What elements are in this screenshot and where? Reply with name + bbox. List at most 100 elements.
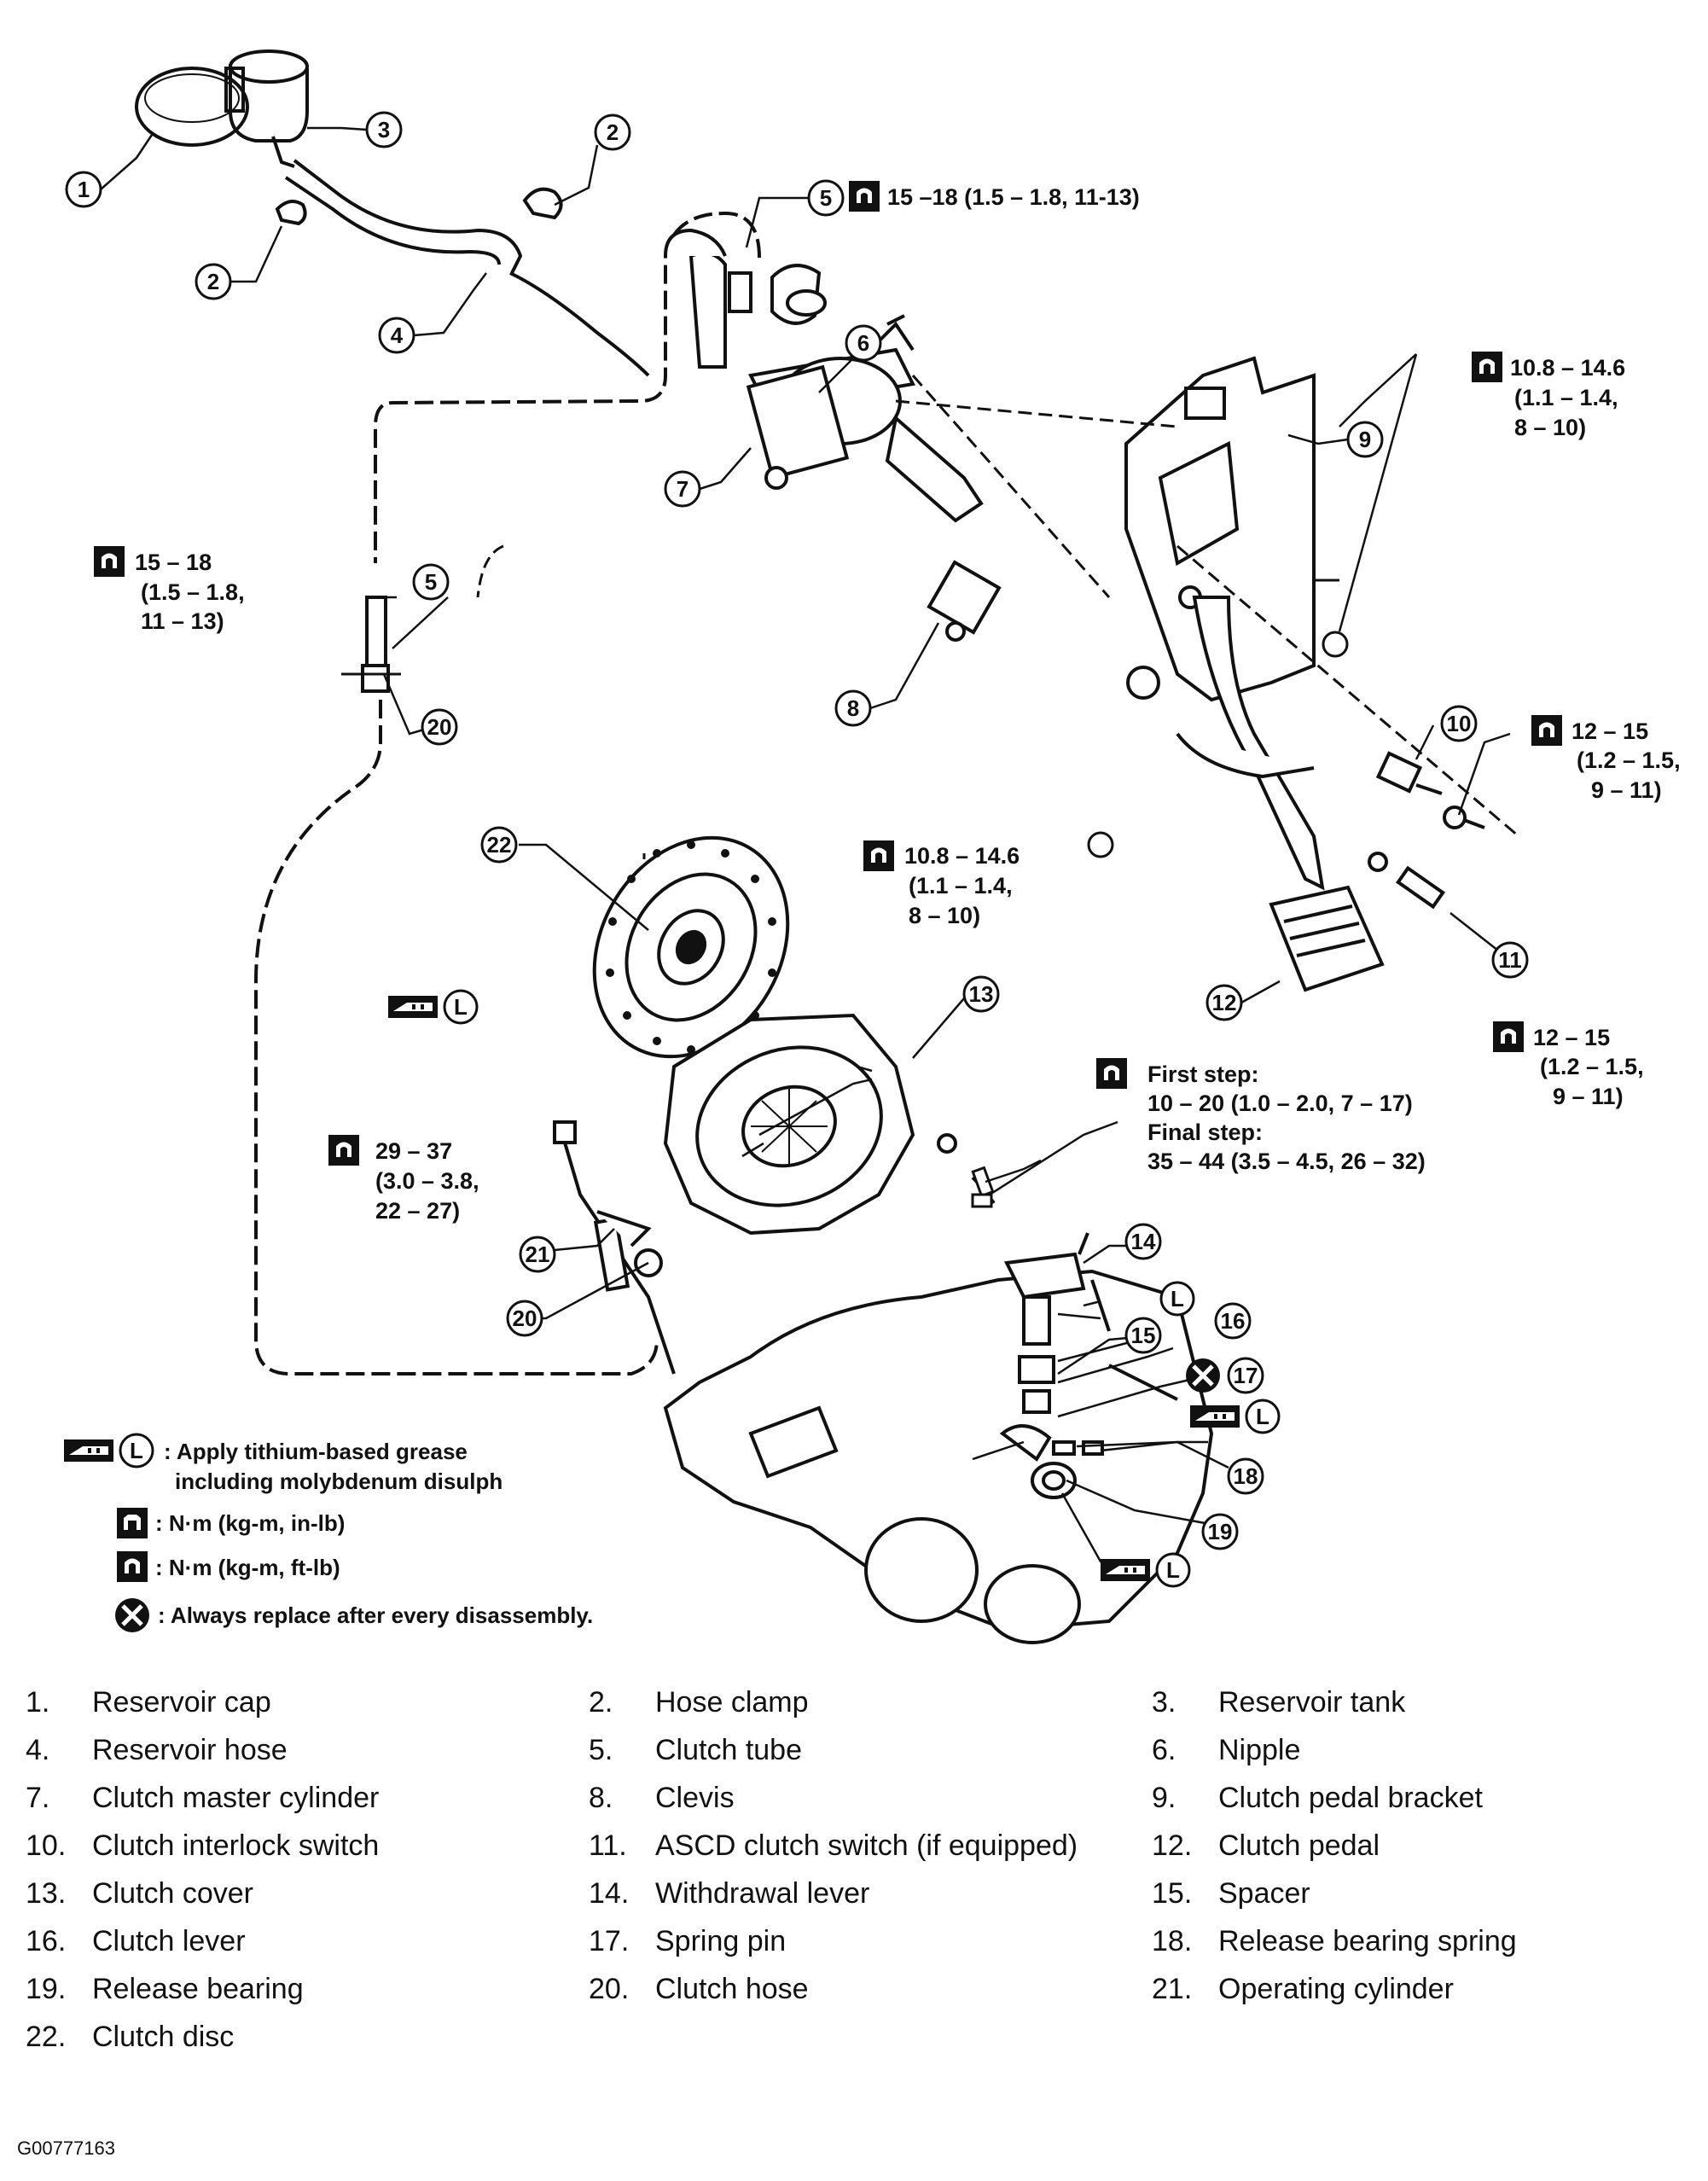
torque-icon bbox=[1531, 715, 1562, 746]
part-number: 3. bbox=[1152, 1686, 1176, 1719]
svg-text:8 – 10): 8 – 10) bbox=[909, 903, 980, 928]
svg-text:10: 10 bbox=[1447, 711, 1472, 736]
legend-replace: : Always replace after every disassembly… bbox=[115, 1598, 593, 1632]
svg-text:16: 16 bbox=[1221, 1308, 1246, 1334]
parts-list-item: 14. Withdrawal lever bbox=[589, 1876, 1152, 1911]
callout-14 bbox=[1124, 1223, 1162, 1260]
parts-list-item: 12.Clutch pedal bbox=[1152, 1829, 1698, 1863]
clutch-tube-line bbox=[254, 211, 761, 1375]
svg-text:15 – 18: 15 – 18 bbox=[135, 550, 212, 575]
svg-text:8 – 10): 8 – 10) bbox=[1514, 415, 1586, 440]
callout-9 bbox=[1346, 421, 1384, 458]
part-name: Clutch tube bbox=[655, 1734, 802, 1766]
reservoir-tank bbox=[224, 49, 309, 168]
clutch-tube-fitting bbox=[341, 228, 752, 693]
part-number: 22. bbox=[26, 2021, 67, 2053]
svg-text:5: 5 bbox=[820, 185, 832, 211]
part-name: Clutch disc bbox=[92, 2021, 235, 2053]
svg-text:10.8 – 14.6: 10.8 – 14.6 bbox=[1510, 355, 1625, 381]
parts-list-item: 15.Spacer bbox=[1152, 1876, 1698, 1911]
part-number: 20. bbox=[589, 1973, 630, 2005]
svg-text:(1.1 – 1.4,: (1.1 – 1.4, bbox=[1514, 385, 1618, 410]
part-name: Withdrawal lever bbox=[655, 1877, 870, 1910]
callout-21 bbox=[519, 1236, 556, 1273]
parts-list-item: 17.Spring pin bbox=[589, 1924, 1152, 1958]
part-number: 16. bbox=[26, 1925, 67, 1957]
torque-spec-operating-cylinder: 29 – 37 (3.0 – 3.8, 22 – 27) bbox=[328, 1135, 479, 1224]
torque-icon bbox=[1096, 1058, 1127, 1089]
parts-list-item: 9.Clutch pedal bracket bbox=[1152, 1781, 1698, 1815]
svg-text:: N·m (kg-m, in-lb): : N·m (kg-m, in-lb) bbox=[155, 1510, 345, 1536]
parts-list-item: 18. Release bearing spring bbox=[1152, 1924, 1698, 1958]
callout-20b bbox=[506, 1300, 543, 1337]
svg-text:(1.2 – 1.5,: (1.2 – 1.5, bbox=[1577, 747, 1681, 773]
ascd-clutch-switch bbox=[1368, 852, 1446, 910]
svg-text:15: 15 bbox=[1131, 1323, 1156, 1348]
callout-5b bbox=[412, 563, 450, 601]
torque-spec-5-top: 15 –18 (1.5 – 1.8, 11-13) bbox=[849, 181, 1140, 212]
callout-13 bbox=[962, 975, 1000, 1013]
torque-spec-bracket-nut: 10.8 – 14.6 (1.1 – 1.4, 8 – 10) bbox=[863, 840, 1020, 928]
svg-text:15 –18 (1.5 – 1.8, 11-13): 15 –18 (1.5 – 1.8, 11-13) bbox=[887, 184, 1140, 210]
parts-list-item: 10. Clutch interlock switch bbox=[26, 1829, 589, 1863]
part-name: ASCD clutch switch (if equipped) bbox=[655, 1829, 1078, 1862]
svg-text:(1.1 – 1.4,: (1.1 – 1.4, bbox=[909, 873, 1013, 899]
legend: L : Apply tithium-based grease including… bbox=[64, 1433, 593, 1632]
parts-list-item: 22. Clutch disc bbox=[26, 2020, 589, 2054]
callout-20a bbox=[421, 708, 458, 746]
part-number: 7. bbox=[26, 1782, 50, 1814]
svg-text:L: L bbox=[454, 994, 468, 1020]
withdrawal-lever-assembly bbox=[999, 1232, 1089, 1462]
part-name: Clutch master cylinder bbox=[92, 1782, 380, 1814]
parts-list-item: 8.Clevis bbox=[589, 1781, 1152, 1815]
part-number: 17. bbox=[589, 1925, 630, 1957]
svg-text:L: L bbox=[1171, 1286, 1184, 1312]
part-number: 18. bbox=[1152, 1925, 1193, 1957]
callout-markers bbox=[65, 111, 1529, 1550]
svg-text:including molybdenum disulph: including molybdenum disulph bbox=[175, 1469, 503, 1494]
callout-8 bbox=[834, 689, 872, 727]
replace-marker-17 bbox=[1186, 1358, 1220, 1393]
callout-1 bbox=[65, 171, 102, 208]
svg-text:: N·m (kg-m, ft-lb): : N·m (kg-m, ft-lb) bbox=[155, 1555, 340, 1580]
part-name: Clutch interlock switch bbox=[92, 1829, 380, 1862]
pedal-bolts-nuts bbox=[1087, 579, 1349, 858]
svg-text:2: 2 bbox=[207, 269, 219, 294]
callout-16 bbox=[1214, 1302, 1252, 1340]
svg-text:L: L bbox=[130, 1438, 143, 1463]
callout-15 bbox=[1124, 1317, 1162, 1354]
svg-text:2: 2 bbox=[607, 119, 619, 145]
parts-list-item: 5. Clutch tube bbox=[589, 1733, 1152, 1767]
svg-text:14: 14 bbox=[1131, 1229, 1156, 1254]
part-number: 11. bbox=[589, 1829, 627, 1862]
svg-text:10.8 – 14.6: 10.8 – 14.6 bbox=[904, 843, 1020, 869]
clutch-pedal bbox=[1176, 596, 1385, 992]
parts-list-item: 7. Clutch master cylinder bbox=[26, 1781, 589, 1815]
svg-text:10 – 20 (1.0 – 2.0, 7 – 17): 10 – 20 (1.0 – 2.0, 7 – 17) bbox=[1147, 1090, 1413, 1116]
part-number: 14. bbox=[589, 1877, 630, 1910]
svg-text:3: 3 bbox=[378, 117, 390, 142]
svg-text:29 – 37: 29 – 37 bbox=[375, 1138, 452, 1164]
legend-nm-ftlb: : N·m (kg-m, ft-lb) bbox=[117, 1551, 340, 1582]
callout-19 bbox=[1201, 1513, 1239, 1550]
part-name: Operating cylinder bbox=[1218, 1973, 1454, 2005]
svg-text:(1.2 – 1.5,: (1.2 – 1.5, bbox=[1540, 1054, 1644, 1079]
parts-list-item: 1.Reservoir cap bbox=[26, 1685, 589, 1719]
part-number: 10. bbox=[26, 1829, 67, 1862]
svg-text:L: L bbox=[1166, 1557, 1180, 1583]
reservoir-cap bbox=[135, 67, 249, 147]
callout-17 bbox=[1227, 1357, 1264, 1394]
part-number: 21. bbox=[1152, 1973, 1193, 2005]
grease-marker-bearing: L bbox=[1101, 1552, 1191, 1588]
grease-marker-disc: L bbox=[388, 989, 479, 1025]
part-number: 5. bbox=[589, 1734, 613, 1766]
torque-icon bbox=[94, 546, 125, 577]
part-name: Reservoir hose bbox=[92, 1734, 288, 1766]
svg-text:6: 6 bbox=[857, 330, 869, 356]
part-name: Spacer bbox=[1218, 1877, 1310, 1910]
callout-2a bbox=[594, 113, 631, 151]
svg-text:11: 11 bbox=[1498, 947, 1522, 973]
torque-spec-switch-11: 12 – 15 (1.2 – 1.5, 9 – 11) bbox=[1493, 1021, 1644, 1109]
part-name: Release bearing spring bbox=[1218, 1925, 1517, 1957]
